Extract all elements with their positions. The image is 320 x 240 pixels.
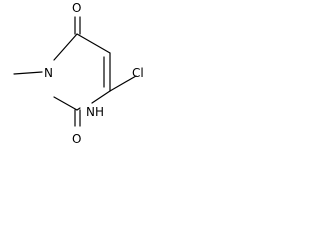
bond-n3-methyl xyxy=(13,71,43,75)
bond-c6-n1 xyxy=(91,90,111,104)
nitrogen-methyl-label: N xyxy=(44,66,53,80)
bond-n1-c2 xyxy=(76,107,81,111)
chlorine-label: Cl xyxy=(132,66,144,80)
bond-c6-cl xyxy=(109,75,137,92)
chemical-structure-diagram: O N Cl NH O xyxy=(0,0,173,155)
atom-labels: O N Cl NH O xyxy=(44,1,144,146)
diagram-background xyxy=(0,0,173,155)
bond-c2-n3 xyxy=(53,96,78,111)
bond-c4-c5 xyxy=(76,33,111,54)
bond-n3-c4 xyxy=(53,33,78,61)
oxygen-bottom-label: O xyxy=(72,132,81,146)
nh-label: NH xyxy=(86,105,104,119)
bond-group xyxy=(13,16,137,127)
oxygen-top-label: O xyxy=(72,1,81,15)
